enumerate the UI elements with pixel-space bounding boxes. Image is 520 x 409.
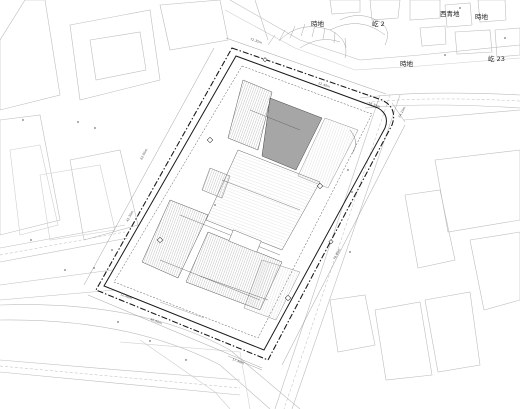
dim-label-1: 18.39m [368,101,381,109]
dimension-lines [83,37,406,371]
dim-label-5: 40.90m [150,317,163,325]
dim-label-6: 12.48m [120,292,133,300]
place-label-shidi-3: 時地 [475,12,489,21]
site-boundary [95,47,395,361]
place-label-qi-23: 屹 23 [488,54,505,63]
dimension-labels: 72.35m 18.39m 24.10m 76.80m 62.95m 40.90… [120,37,407,365]
place-label-xiqing: 西青地 [440,9,460,18]
hill-terrain [267,15,388,59]
dim-label-4: 62.95m [139,148,148,161]
place-label-qi-2: 屹 2 [372,19,385,28]
dim-label-3: 76.80m [332,248,341,261]
dim-label-8: 42.30m [125,210,134,223]
place-label-shidi-2: 時地 [400,59,414,68]
dim-label-0: 72.35m [250,37,263,45]
entrance-markers [156,57,334,302]
internal-lines [159,109,356,301]
building-footprints [141,79,359,321]
dim-label-7: 17.40m [232,357,245,365]
road-centerlines [0,94,520,409]
context-dots [22,7,506,271]
dim-label-9: 22.40m [318,81,331,89]
road-marker-dots [117,321,187,361]
place-label-shidi-1: 時地 [311,19,325,28]
dim-label-2: 24.10m [397,106,406,119]
